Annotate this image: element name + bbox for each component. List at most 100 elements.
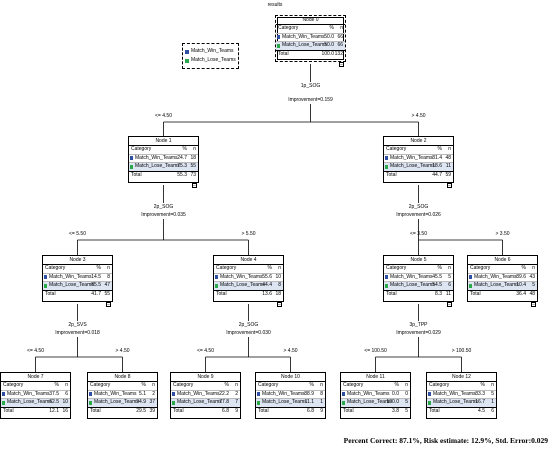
split-condition-right: > 5.50 [241,231,256,237]
win-swatch [428,392,431,396]
percent-header: % [437,146,442,152]
total-label: Total [343,407,354,414]
split-improvement: Improvement=0.018 [55,330,100,336]
lose-percent: 18.6 [432,163,442,169]
node-row-lose: Match_Lose_Teams 75.3 55 [129,162,198,171]
win-swatch [44,275,47,279]
lose-count: 37 [149,399,155,405]
collapse-toggle-icon[interactable]: − [447,302,452,308]
win-percent: 89.6 [516,273,526,280]
node-total-row: Total 55.3 73 [129,170,198,180]
category-header: Category [258,382,279,388]
node-row-lose: Match_Lose_Teams 54.5 6 [384,281,453,290]
tree-node-12[interactable]: Node 12 Category % n Match_Win_Teams 83.… [426,372,497,419]
node-header-row: Category % n [276,24,345,33]
node-row-lose: Match_Lose_Teams 62.5 10 [1,398,70,407]
win-label: Match_Win_Teams [262,390,305,397]
tree-node-9[interactable]: Node 9 Category % n Match_Win_Teams 22.2… [170,372,241,419]
tree-node-3[interactable]: Node 3 Category % n Match_Win_Teams 14.5… [42,255,113,308]
total-count: 16 [62,407,68,414]
split-condition-right: > 100.50 [451,348,472,354]
lose-swatch [342,400,345,405]
node-total-row: Total 29.5 39 [88,406,157,416]
win-swatch [469,275,472,279]
lose-label: Match_Lose_Teams [49,282,94,288]
node-row-lose: Match_Lose_Teams 50.0 66 [276,41,345,50]
win-percent: 45.5 [432,273,442,280]
lose-count: 55 [190,163,196,169]
lose-label: Match_Lose_Teams [433,399,478,405]
win-percent: 37.5 [49,390,59,397]
tree-node-10[interactable]: Node 10 Category % n Match_Win_Teams 88.… [255,372,326,419]
collapse-toggle-icon[interactable]: − [277,302,282,308]
node-row-win: Match_Win_Teams 45.5 5 [384,272,453,282]
lose-label: Match_Lose_Teams [7,399,52,405]
node-row-win: Match_Win_Teams 14.5 8 [43,272,112,282]
node-row-lose: Match_Lose_Teams 16.7 1 [427,398,496,407]
lose-count: 11 [445,163,451,169]
percent-header: % [309,382,314,388]
split-variable: 2p_SOG [408,204,429,210]
node-header-row: Category % n [341,381,410,390]
percent-header: % [267,265,272,271]
node-row-lose: Match_Lose_Teams 10.4 5 [468,281,537,290]
lose-percent: 94.9 [136,399,146,405]
n-header: n [152,382,155,388]
win-count: 48 [445,154,451,161]
node-header-row: Category % n [1,381,70,390]
win-label: Match_Win_Teams [135,154,178,161]
percent-header: % [182,146,187,152]
tree-node-4[interactable]: Node 4 Category % n Match_Win_Teams 55.6… [213,255,284,308]
collapse-toggle-icon[interactable]: − [531,302,536,308]
percent-header: % [141,382,146,388]
win-percent: 50.0 [324,33,334,40]
n-header: n [193,146,196,152]
tree-node-7[interactable]: Node 7 Category % n Match_Win_Teams 37.5… [0,372,71,419]
tree-node-5[interactable]: Node 5 Category % n Match_Win_Teams 45.5… [383,255,454,308]
lose-label: Match_Lose_Teams [347,399,392,405]
tree-node-2[interactable]: Node 2 Category % n Match_Win_Teams 81.4… [383,136,454,189]
win-swatch [257,392,260,396]
total-count: 9 [320,407,323,414]
total-count: 6 [491,407,494,414]
win-count: 18 [190,154,196,161]
total-percent: 36.4 [516,290,526,297]
collapse-toggle-icon[interactable]: − [339,62,344,68]
win-percent: 88.9 [304,390,314,397]
win-percent: 5.1 [139,390,146,397]
tree-node-1[interactable]: Node 1 Category % n Match_Win_Teams 24.7… [128,136,199,189]
node-row-win: Match_Win_Teams 89.6 43 [468,272,537,282]
lose-label: Match_Lose_Teams [390,282,435,288]
split-condition-left: <= 5.50 [69,231,86,237]
total-percent: 29.5 [136,407,146,414]
tree-node-8[interactable]: Node 8 Category % n Match_Win_Teams 5.1 … [87,372,158,419]
n-header: n [278,265,281,271]
total-label: Total [131,171,142,178]
win-percent: 22.2 [219,390,229,397]
win-swatch [89,392,92,396]
collapse-toggle-icon[interactable]: − [447,183,452,189]
total-percent: 3.8 [392,407,399,414]
n-header: n [405,382,408,388]
lose-label: Match_Lose_Teams [474,282,519,288]
split-condition-left: <= 3.50 [410,231,427,237]
tree-node-6[interactable]: Node 6 Category % n Match_Win_Teams 89.6… [467,255,538,308]
lose-swatch [385,164,388,169]
legend-label-lose: Match_Lose_Teams [191,57,236,63]
node-row-lose: Match_Lose_Teams 44.4 8 [214,281,283,290]
collapse-toggle-icon[interactable]: − [192,183,197,189]
collapse-toggle-icon[interactable]: − [106,302,111,308]
lose-count: 6 [448,282,451,288]
split-condition-left: <= 4.50 [197,348,214,354]
total-percent: 13.6 [262,290,272,297]
total-count: 5 [405,407,408,414]
win-swatch [342,392,345,396]
win-count: 2 [152,390,155,397]
tree-node-0[interactable]: Node 0 Category % n Match_Win_Teams 50.0… [275,15,346,68]
lose-percent: 50.0 [324,42,334,48]
node-row-win: Match_Win_Teams 0.0 0 [341,389,410,399]
lose-swatch [2,400,5,405]
total-label: Total [45,290,56,297]
tree-node-11[interactable]: Node 11 Category % n Match_Win_Teams 0.0… [340,372,411,419]
split-condition-right: > 3.50 [495,231,510,237]
